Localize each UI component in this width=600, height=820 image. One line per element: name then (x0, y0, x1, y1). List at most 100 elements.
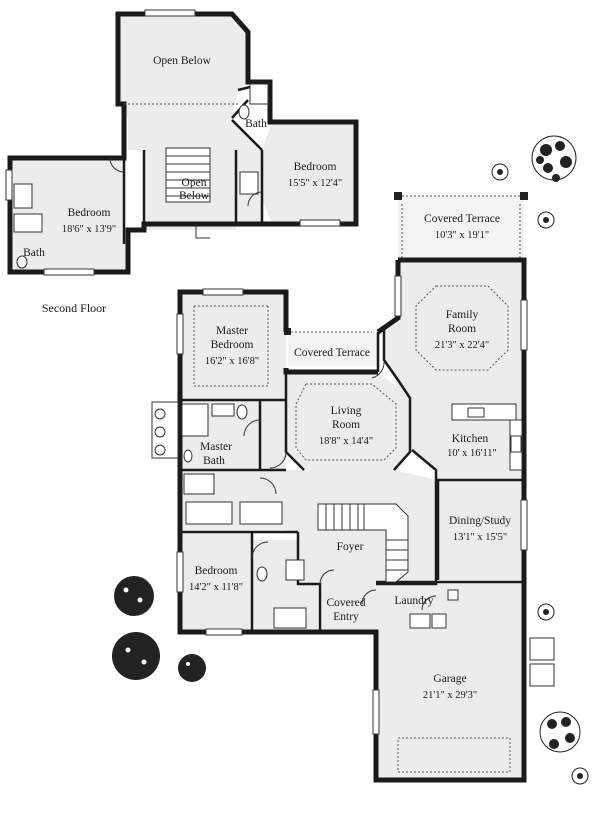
foyer-label: Foyer (337, 541, 364, 553)
landscaping (112, 135, 589, 785)
door-swing (361, 589, 377, 605)
water-heater (447, 589, 459, 601)
upper-outer-wall (7, 11, 359, 275)
window (394, 275, 402, 317)
bumpout-fixture (154, 444, 166, 456)
closet-shelf (239, 501, 283, 525)
bumpout-fixture (154, 426, 166, 438)
window (176, 313, 184, 355)
window (202, 288, 244, 296)
dining-study-area (438, 480, 524, 580)
garage-area (376, 582, 524, 780)
flower-icon (491, 163, 509, 181)
family-room-dims: 21'3" x 22'4" (435, 340, 489, 351)
master-bedroom-name-1: Master (216, 325, 248, 337)
upper-door-swing (109, 157, 125, 173)
upper-bedroom-right-area (262, 122, 356, 222)
upper-bedroom-left-area (10, 158, 128, 272)
upper-door-swing (195, 224, 210, 239)
master-bedroom-dims: 16'2" x 16'8" (205, 356, 259, 367)
dining-study-name: Dining/Study (449, 515, 511, 527)
upper-bath-shower (249, 83, 269, 105)
family-ceiling-dashed (415, 285, 509, 371)
upper-bath-label: Bath (245, 118, 267, 130)
upper-bedroom-left-dims: 18'6" x 13'9" (62, 224, 116, 235)
covered-terrace-top-dims: 10'3" x 19'1" (435, 230, 489, 241)
covered-terrace-mid-label: Covered Terrace (294, 347, 370, 359)
master-shower (183, 473, 215, 495)
closet-shelf (239, 171, 259, 195)
second-floor-caption: Second Floor (42, 301, 106, 315)
covered-entry-name-1: Covered (327, 597, 366, 609)
upper-door-swing (247, 191, 263, 207)
living-room-area (286, 372, 410, 470)
kitchen-range (510, 435, 522, 453)
bedroom-bath-toilet (256, 566, 268, 582)
laundry-dryer (431, 613, 447, 629)
covered-terrace-mid-area (288, 332, 378, 366)
kitchen-sink (467, 407, 485, 418)
left-bath-toilet (16, 255, 28, 269)
ac-unit (529, 663, 555, 687)
left-bath-vanity (13, 183, 33, 209)
upper-window (43, 268, 95, 276)
door-swing (259, 477, 277, 495)
laundry-washer (409, 613, 431, 629)
door-swing (269, 451, 287, 469)
tree-icon (178, 654, 206, 682)
tree-icon (114, 576, 154, 616)
window (520, 499, 528, 551)
master-toilet (236, 404, 248, 420)
upper-bedroom-right-dims: 15'5" x 12'4" (288, 178, 342, 189)
shrub-icon (531, 135, 577, 182)
garage-name: Garage (433, 673, 466, 685)
flower-icon (537, 211, 555, 229)
open-below-label: Open Below (153, 55, 212, 67)
garage-door (397, 737, 511, 773)
master-vanity (211, 403, 235, 417)
bumpout-fixture (154, 408, 166, 420)
upper-window (144, 9, 196, 17)
kitchen-name: Kitchen (452, 433, 489, 445)
window (372, 689, 380, 735)
living-room-name-2: Room (332, 419, 360, 431)
window (205, 628, 243, 636)
master-bath-name-1: Master (200, 441, 232, 453)
bedroom-area (180, 532, 252, 630)
stair-below-label: Below (179, 190, 210, 202)
door-swing (319, 569, 335, 585)
bedroom-dims: 14'2" x 11'8" (189, 582, 243, 593)
master-tub (181, 403, 209, 437)
main-stair (317, 503, 409, 583)
left-bath-tub (13, 213, 43, 233)
upper-bedroom-right-name: Bedroom (294, 161, 337, 173)
window (520, 299, 528, 351)
door-swing (371, 361, 385, 379)
first-floor: Covered Terrace 10'3" x 19'1" Family Roo… (151, 192, 555, 783)
window (176, 551, 184, 593)
master-bath-name-2: Bath (203, 455, 225, 467)
bedroom-name: Bedroom (195, 565, 238, 577)
living-room-dims: 18'8" x 14'4" (319, 436, 373, 447)
left-bath-label: Bath (23, 247, 45, 259)
flower-icon (537, 603, 555, 621)
upper-open-below-area (118, 14, 248, 118)
bedroom-bath-shower (273, 607, 307, 629)
family-room-area (384, 260, 524, 480)
door-swing (251, 541, 269, 559)
stair-open-label: Open (182, 177, 207, 189)
upper-window (299, 219, 341, 227)
living-room-name-1: Living (331, 405, 362, 417)
upper-bath-toilet (238, 104, 250, 120)
covered-terrace-top-area (398, 196, 524, 260)
master-sink (183, 449, 193, 463)
kitchen-dims: 10' x 16'11" (447, 448, 497, 459)
first-floor-inner-walls (180, 330, 524, 632)
flower-icon (571, 767, 589, 785)
second-floor: Open Below Bath Bedroom 15'5" x 12'4" Op… (5, 9, 359, 315)
terrace-post (520, 192, 528, 200)
dining-study-dims: 13'1" x 15'5" (453, 532, 507, 543)
door-swing (421, 595, 437, 611)
laundry-label: Laundry (395, 595, 434, 607)
